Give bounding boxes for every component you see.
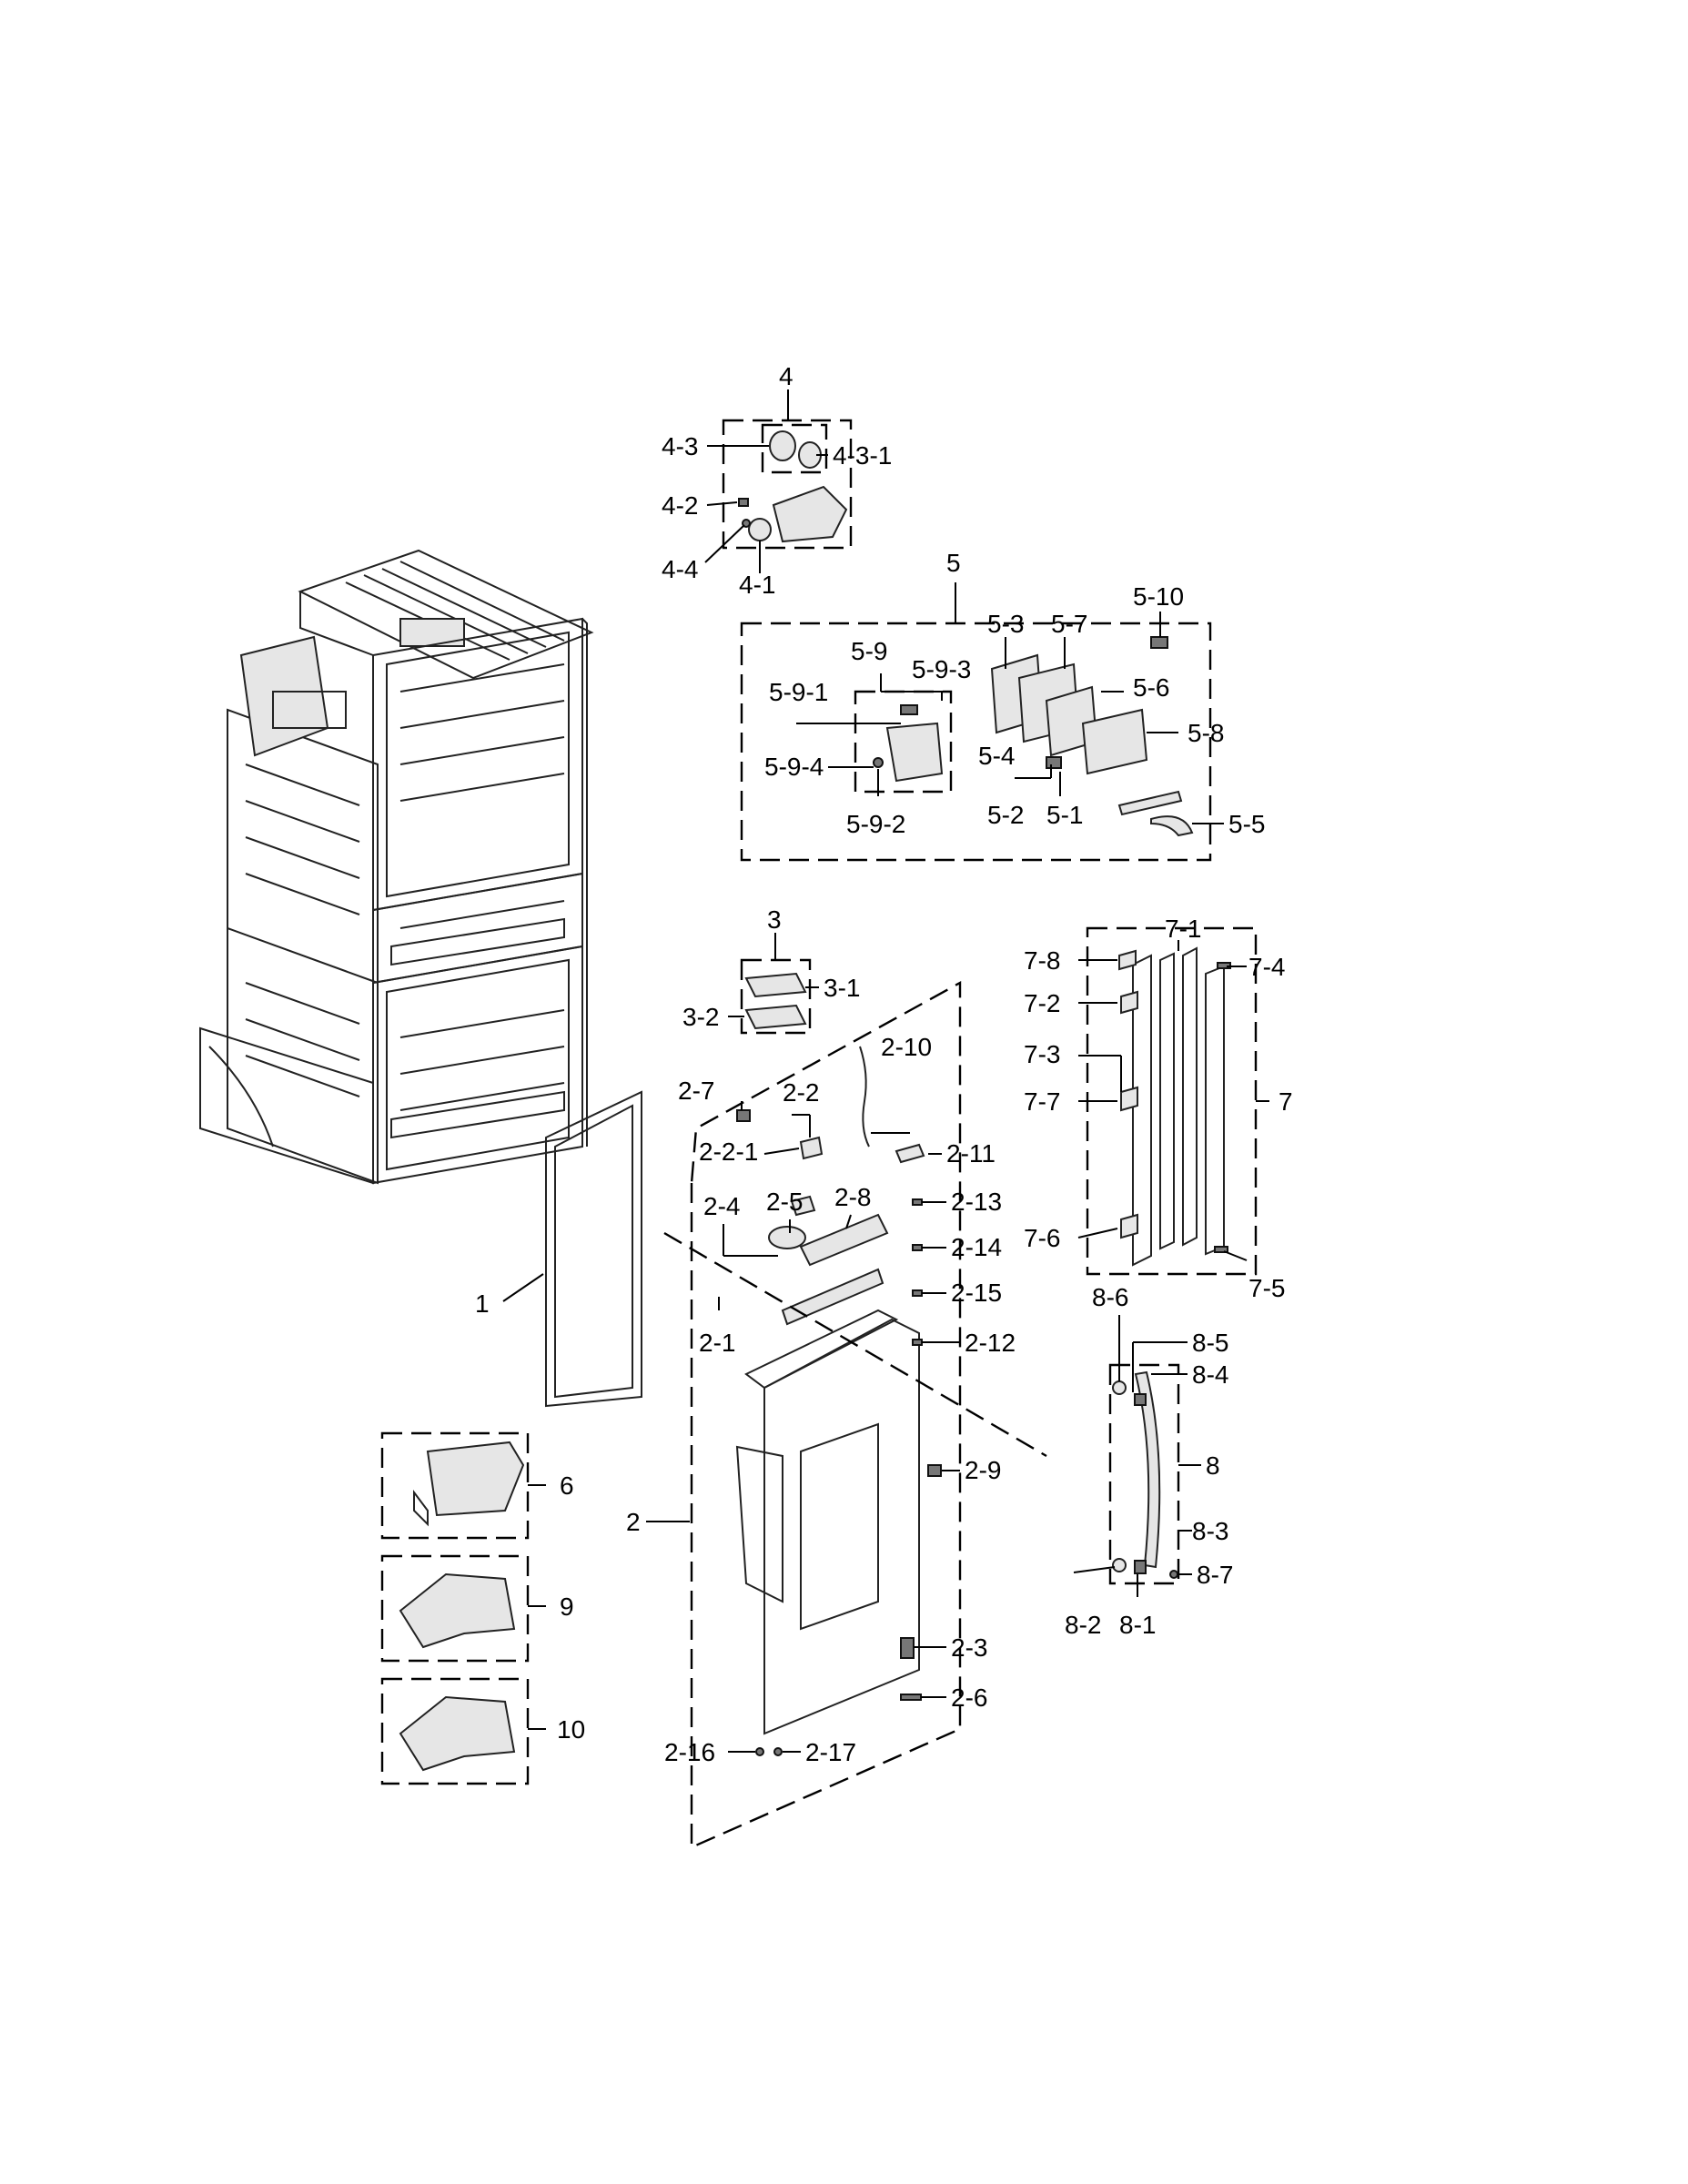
label-2-14: 2-14 [951, 1233, 1002, 1261]
label-3-2: 3-2 [682, 1003, 719, 1031]
dispenser-cover-group-5: 5-9 5-9-3 5-9-1 5-9-4 5-9-2 5 5-10 5-3 5… [740, 549, 1265, 862]
label-4-1: 4-1 [739, 571, 775, 599]
label-2-9: 2-9 [965, 1456, 1001, 1484]
label-7-7: 7-7 [1024, 1087, 1060, 1116]
label-7-3: 7-3 [1024, 1040, 1060, 1068]
label-8: 8 [1206, 1451, 1220, 1480]
label-5-1: 5-1 [1046, 801, 1083, 829]
label-7-5: 7-5 [1248, 1274, 1285, 1302]
label-8-7: 8-7 [1197, 1561, 1233, 1589]
label-2-12: 2-12 [965, 1329, 1016, 1357]
label-3-1: 3-1 [824, 974, 860, 1002]
label-1: 1 [475, 1289, 490, 1318]
label-4: 4 [779, 362, 793, 390]
frame-group-7: 7-1 7-8 7-4 7-2 7-3 7-7 7 7-6 7-5 [1024, 915, 1293, 1302]
label-5-8: 5-8 [1188, 719, 1224, 747]
door-assembly-group-2: 2 [626, 980, 1047, 1849]
label-5-7: 5-7 [1051, 610, 1087, 638]
label-2-13: 2-13 [951, 1188, 1002, 1216]
label-4-2: 4-2 [662, 491, 698, 520]
label-5-9-1: 5-9-1 [769, 678, 828, 706]
label-4-3-1: 4-3-1 [833, 441, 892, 470]
label-5-9: 5-9 [851, 637, 887, 665]
label-8-5: 8-5 [1192, 1329, 1228, 1357]
ice-maker-group-4: 4 4-3 4-3-1 4-2 4-4 4-1 [662, 362, 892, 599]
label-5-3: 5-3 [987, 610, 1024, 638]
label-10: 10 [557, 1715, 585, 1744]
label-8-6: 8-6 [1092, 1283, 1128, 1311]
label-7: 7 [1279, 1087, 1293, 1116]
refrigerator-cabinet [199, 549, 594, 1185]
label-2-2-1: 2-2-1 [699, 1138, 758, 1166]
label-5-9-4: 5-9-4 [764, 753, 824, 781]
label-5-10: 5-10 [1133, 582, 1184, 611]
label-2-2: 2-2 [783, 1078, 819, 1107]
label-7-1: 7-1 [1165, 915, 1201, 943]
label-5-2: 5-2 [987, 801, 1024, 829]
label-8-4: 8-4 [1192, 1360, 1228, 1389]
label-5-9-3: 5-9-3 [912, 655, 971, 683]
label-2-11: 2-11 [946, 1139, 996, 1168]
label-5-9-2: 5-9-2 [846, 810, 905, 838]
door-gasket-1: 1 [475, 1090, 642, 1408]
label-7-2: 7-2 [1024, 989, 1060, 1017]
bin-group-6: 6 [380, 1431, 574, 1540]
label-3: 3 [767, 905, 782, 934]
label-4-4: 4-4 [662, 555, 698, 583]
cap-group-3: 3 3-1 3-2 [682, 905, 860, 1035]
label-8-3: 8-3 [1192, 1517, 1228, 1545]
label-5-4: 5-4 [978, 742, 1015, 770]
label-2-17: 2-17 [805, 1738, 856, 1766]
label-8-2: 8-2 [1065, 1611, 1101, 1639]
label-2-15: 2-15 [951, 1279, 1002, 1307]
label-2-7: 2-7 [678, 1077, 714, 1105]
label-2-3: 2-3 [951, 1633, 987, 1662]
handle-group-8: 8-6 8-5 8-4 8 8-3 8-7 8-2 8-1 [1065, 1283, 1233, 1639]
label-9: 9 [560, 1592, 574, 1621]
bin-group-9: 9 [380, 1554, 574, 1663]
label-7-8: 7-8 [1024, 946, 1060, 975]
label-2-1: 2-1 [699, 1329, 735, 1357]
label-6: 6 [560, 1471, 574, 1500]
label-7-4: 7-4 [1248, 953, 1285, 981]
label-2-4: 2-4 [703, 1192, 740, 1220]
label-7-6: 7-6 [1024, 1224, 1060, 1252]
bin-group-10: 10 [380, 1677, 585, 1785]
label-5-5: 5-5 [1228, 810, 1265, 838]
label-4-3: 4-3 [662, 432, 698, 460]
label-2-8: 2-8 [834, 1183, 871, 1211]
label-5-6: 5-6 [1133, 673, 1169, 702]
label-2: 2 [626, 1508, 641, 1536]
label-5: 5 [946, 549, 961, 577]
label-2-5: 2-5 [766, 1188, 803, 1216]
label-2-16: 2-16 [664, 1738, 715, 1766]
label-2-6: 2-6 [951, 1684, 987, 1712]
label-2-10: 2-10 [881, 1033, 932, 1061]
label-8-1: 8-1 [1119, 1611, 1156, 1639]
